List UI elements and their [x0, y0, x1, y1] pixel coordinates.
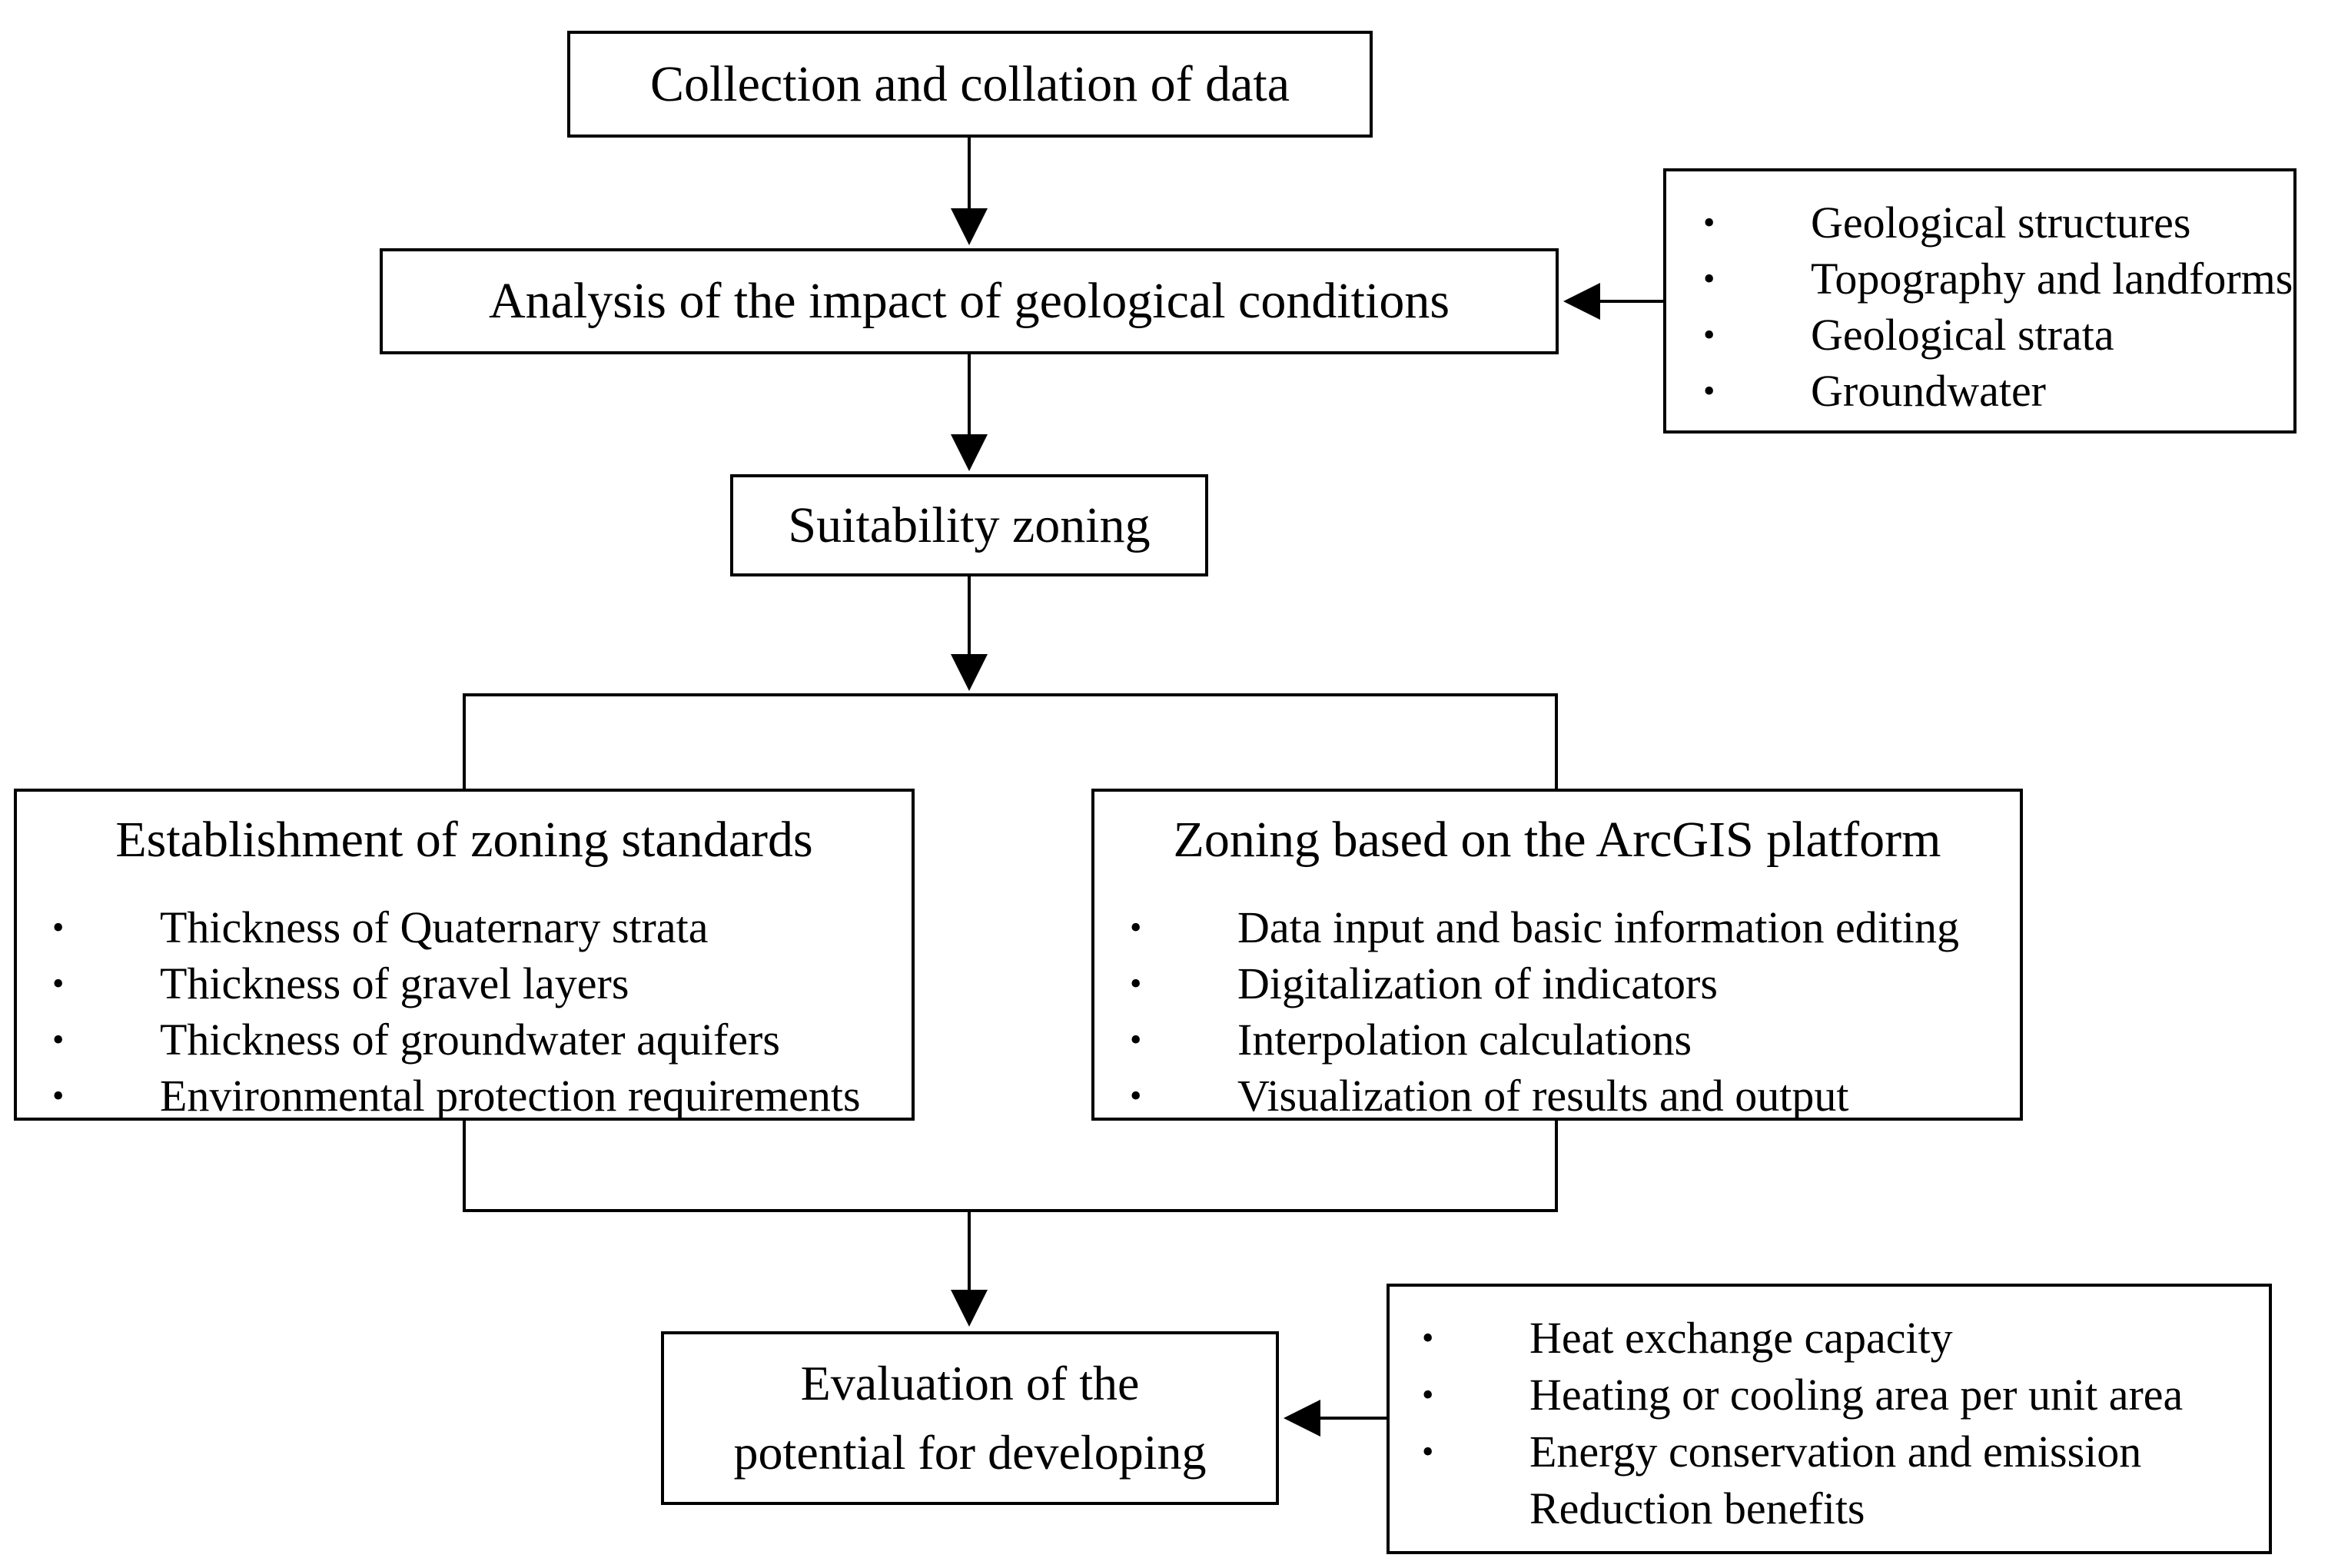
- geo-factors-item-text: Geological strata: [1811, 310, 2114, 360]
- node-suitability-label: Suitability zoning: [788, 497, 1151, 553]
- standards-item: • Thickness of groundwater aquifers: [52, 1012, 861, 1068]
- geo-factors-item: • Geological strata: [1703, 307, 2293, 363]
- benefits-item-text: Heat exchange capacity: [1529, 1313, 1953, 1363]
- arcgis-list: • Data input and basic information editi…: [1130, 899, 1959, 1124]
- bullet-icon: •: [52, 909, 65, 946]
- node-evaluation-line-2: potential for developing: [733, 1425, 1207, 1480]
- merge-connector: [463, 1121, 1558, 1212]
- standards-item-text: Thickness of gravel layers: [160, 958, 629, 1008]
- bullet-icon: •: [1130, 965, 1142, 1002]
- node-standards: Establishment of zoning standards • Thic…: [14, 789, 915, 1121]
- node-analysis-label: Analysis of the impact of geological con…: [488, 273, 1450, 330]
- node-arcgis-title: Zoning based on the ArcGIS platform: [1173, 812, 1941, 868]
- node-collection-label: Collection and collation of data: [649, 55, 1290, 112]
- arcgis-item: • Digitalization of indicators: [1130, 955, 1959, 1012]
- arcgis-item-text: Interpolation calculations: [1237, 1015, 1692, 1065]
- node-collection: Collection and collation of data: [567, 31, 1373, 138]
- node-geo-factors: • Geological structures • Topography and…: [1663, 168, 2297, 434]
- benefits-item-text: Reduction benefits: [1529, 1483, 1865, 1533]
- node-evaluation-label: Evaluation of the potential for developi…: [734, 1349, 1207, 1487]
- bullet-icon: •: [1130, 1077, 1142, 1115]
- standards-item-text: Thickness of Quaternary strata: [160, 902, 709, 952]
- geo-factors-item-text: Groundwater: [1811, 366, 2047, 416]
- standards-item-text: Environmental protection requirements: [160, 1071, 861, 1121]
- bullet-icon: •: [1422, 1376, 1434, 1414]
- benefits-list: • Heat exchange capacity • Heating or co…: [1422, 1310, 2183, 1537]
- benefits-item: • Energy conservation and emission: [1422, 1423, 2183, 1480]
- geo-factors-item-text: Topography and landforms: [1811, 254, 2293, 304]
- arcgis-item-text: Digitalization of indicators: [1237, 958, 1718, 1008]
- node-analysis: Analysis of the impact of geological con…: [380, 248, 1559, 354]
- node-evaluation: Evaluation of the potential for developi…: [661, 1331, 1279, 1505]
- bullet-icon: •: [1703, 260, 1715, 297]
- geo-factors-item: • Geological structures: [1703, 194, 2293, 251]
- geo-factors-item: • Topography and landforms: [1703, 251, 2293, 307]
- standards-item: • Thickness of Quaternary strata: [52, 899, 861, 955]
- bullet-icon: •: [1703, 204, 1715, 241]
- bullet-icon: •: [52, 965, 65, 1002]
- arcgis-item: • Visualization of results and output: [1130, 1068, 1959, 1124]
- node-arcgis: Zoning based on the ArcGIS platform • Da…: [1091, 789, 2023, 1121]
- bullet-icon: •: [1703, 372, 1715, 410]
- bullet-icon: •: [1422, 1319, 1434, 1357]
- benefits-item: Reduction benefits: [1422, 1480, 2183, 1537]
- geo-factors-item: • Groundwater: [1703, 363, 2293, 419]
- arcgis-item: • Interpolation calculations: [1130, 1012, 1959, 1068]
- split-connector: [463, 693, 1558, 789]
- arcgis-item-text: Visualization of results and output: [1237, 1071, 1849, 1121]
- standards-item: • Thickness of gravel layers: [52, 955, 861, 1012]
- node-evaluation-line-1: Evaluation of the: [800, 1356, 1140, 1411]
- benefits-item: • Heat exchange capacity: [1422, 1310, 2183, 1367]
- bullet-icon: •: [52, 1077, 65, 1115]
- benefits-item-text: Energy conservation and emission: [1529, 1427, 2142, 1477]
- standards-list: • Thickness of Quaternary strata • Thick…: [52, 899, 861, 1124]
- node-suitability: Suitability zoning: [730, 474, 1208, 576]
- bullet-icon: •: [1422, 1433, 1434, 1470]
- benefits-item: • Heating or cooling area per unit area: [1422, 1367, 2183, 1423]
- benefits-item-text: Heating or cooling area per unit area: [1529, 1370, 2184, 1420]
- node-benefits: • Heat exchange capacity • Heating or co…: [1387, 1284, 2272, 1554]
- bullet-icon: •: [1703, 316, 1715, 354]
- bullet-icon: •: [1130, 1021, 1142, 1058]
- standards-item-text: Thickness of groundwater aquifers: [160, 1015, 780, 1065]
- node-standards-title: Establishment of zoning standards: [115, 812, 813, 868]
- bullet-icon: •: [52, 1021, 65, 1058]
- arcgis-item: • Data input and basic information editi…: [1130, 899, 1959, 955]
- bullet-icon: •: [1130, 909, 1142, 946]
- standards-item: • Environmental protection requirements: [52, 1068, 861, 1124]
- arcgis-item-text: Data input and basic information editing: [1237, 902, 1960, 952]
- geo-factors-item-text: Geological structures: [1811, 198, 2191, 247]
- geo-factors-list: • Geological structures • Topography and…: [1703, 194, 2293, 419]
